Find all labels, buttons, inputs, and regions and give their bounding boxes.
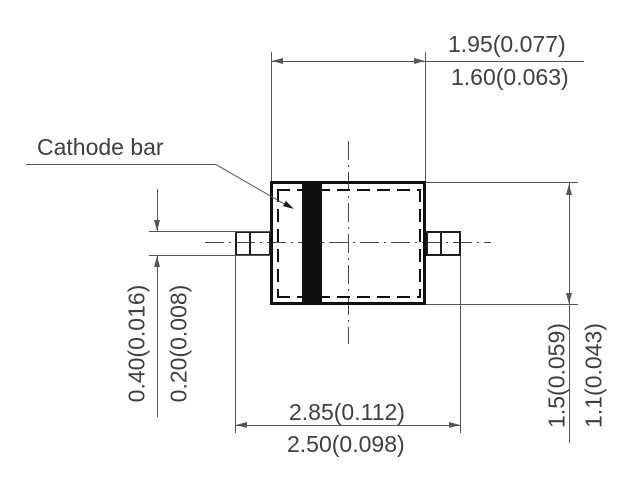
inner-dashed-outline-bottom (277, 296, 421, 298)
dim-right-ext-bottom (426, 304, 578, 305)
dim-left-value-max: 0.40(0.016) (123, 284, 150, 403)
inner-dashed-outline-left (277, 189, 279, 298)
leader-line-horizontal (26, 164, 216, 165)
dim-left-value-min: 0.20(0.008) (165, 284, 192, 403)
dim-right-arrow-down-icon (566, 293, 572, 304)
dim-left-arrow-down-icon (154, 220, 160, 231)
vertical-centerline (348, 141, 349, 344)
dim-right-arrow-up-icon (566, 184, 572, 195)
dim-left-line-lower (157, 256, 158, 417)
dim-right-line (569, 183, 570, 443)
dim-top-ext-right (425, 52, 426, 181)
left-lead-divider (249, 231, 251, 256)
cathode-bar-label: Cathode bar (37, 134, 164, 160)
right-lead (426, 231, 461, 256)
dim-top-value-min: 1.60(0.063) (451, 64, 569, 90)
dim-top-value-max: 1.95(0.077) (448, 31, 566, 57)
dim-bottom-value-min: 2.50(0.098) (287, 431, 405, 457)
inner-dashed-outline-top (277, 189, 421, 191)
dim-bottom-line (236, 425, 460, 426)
dim-top-line (272, 61, 584, 62)
dim-bottom-value-max: 2.85(0.112) (289, 399, 405, 425)
dim-bottom-ext-right (460, 256, 461, 433)
dim-right-ext-top (426, 182, 578, 183)
dim-left-ext-top (149, 231, 271, 232)
dim-left-line-upper (157, 189, 158, 231)
right-lead-divider (440, 231, 442, 256)
cathode-bar-band (302, 184, 322, 302)
dim-right-value-min: 1.1(0.043) (580, 323, 607, 428)
dim-bottom-arrow-left-icon (236, 422, 247, 428)
package-body (270, 181, 426, 305)
dim-bottom-arrow-right-icon (449, 422, 460, 428)
dim-right-value-max: 1.5(0.059) (543, 323, 570, 428)
dim-bottom-ext-left (235, 256, 236, 433)
inner-dashed-outline-right (419, 189, 421, 298)
dim-top-arrow-right-icon (414, 58, 425, 64)
left-lead (235, 231, 271, 256)
dim-top-ext-left (271, 52, 272, 181)
dim-top-arrow-left-icon (272, 58, 283, 64)
dim-left-ext-bottom (149, 255, 271, 256)
